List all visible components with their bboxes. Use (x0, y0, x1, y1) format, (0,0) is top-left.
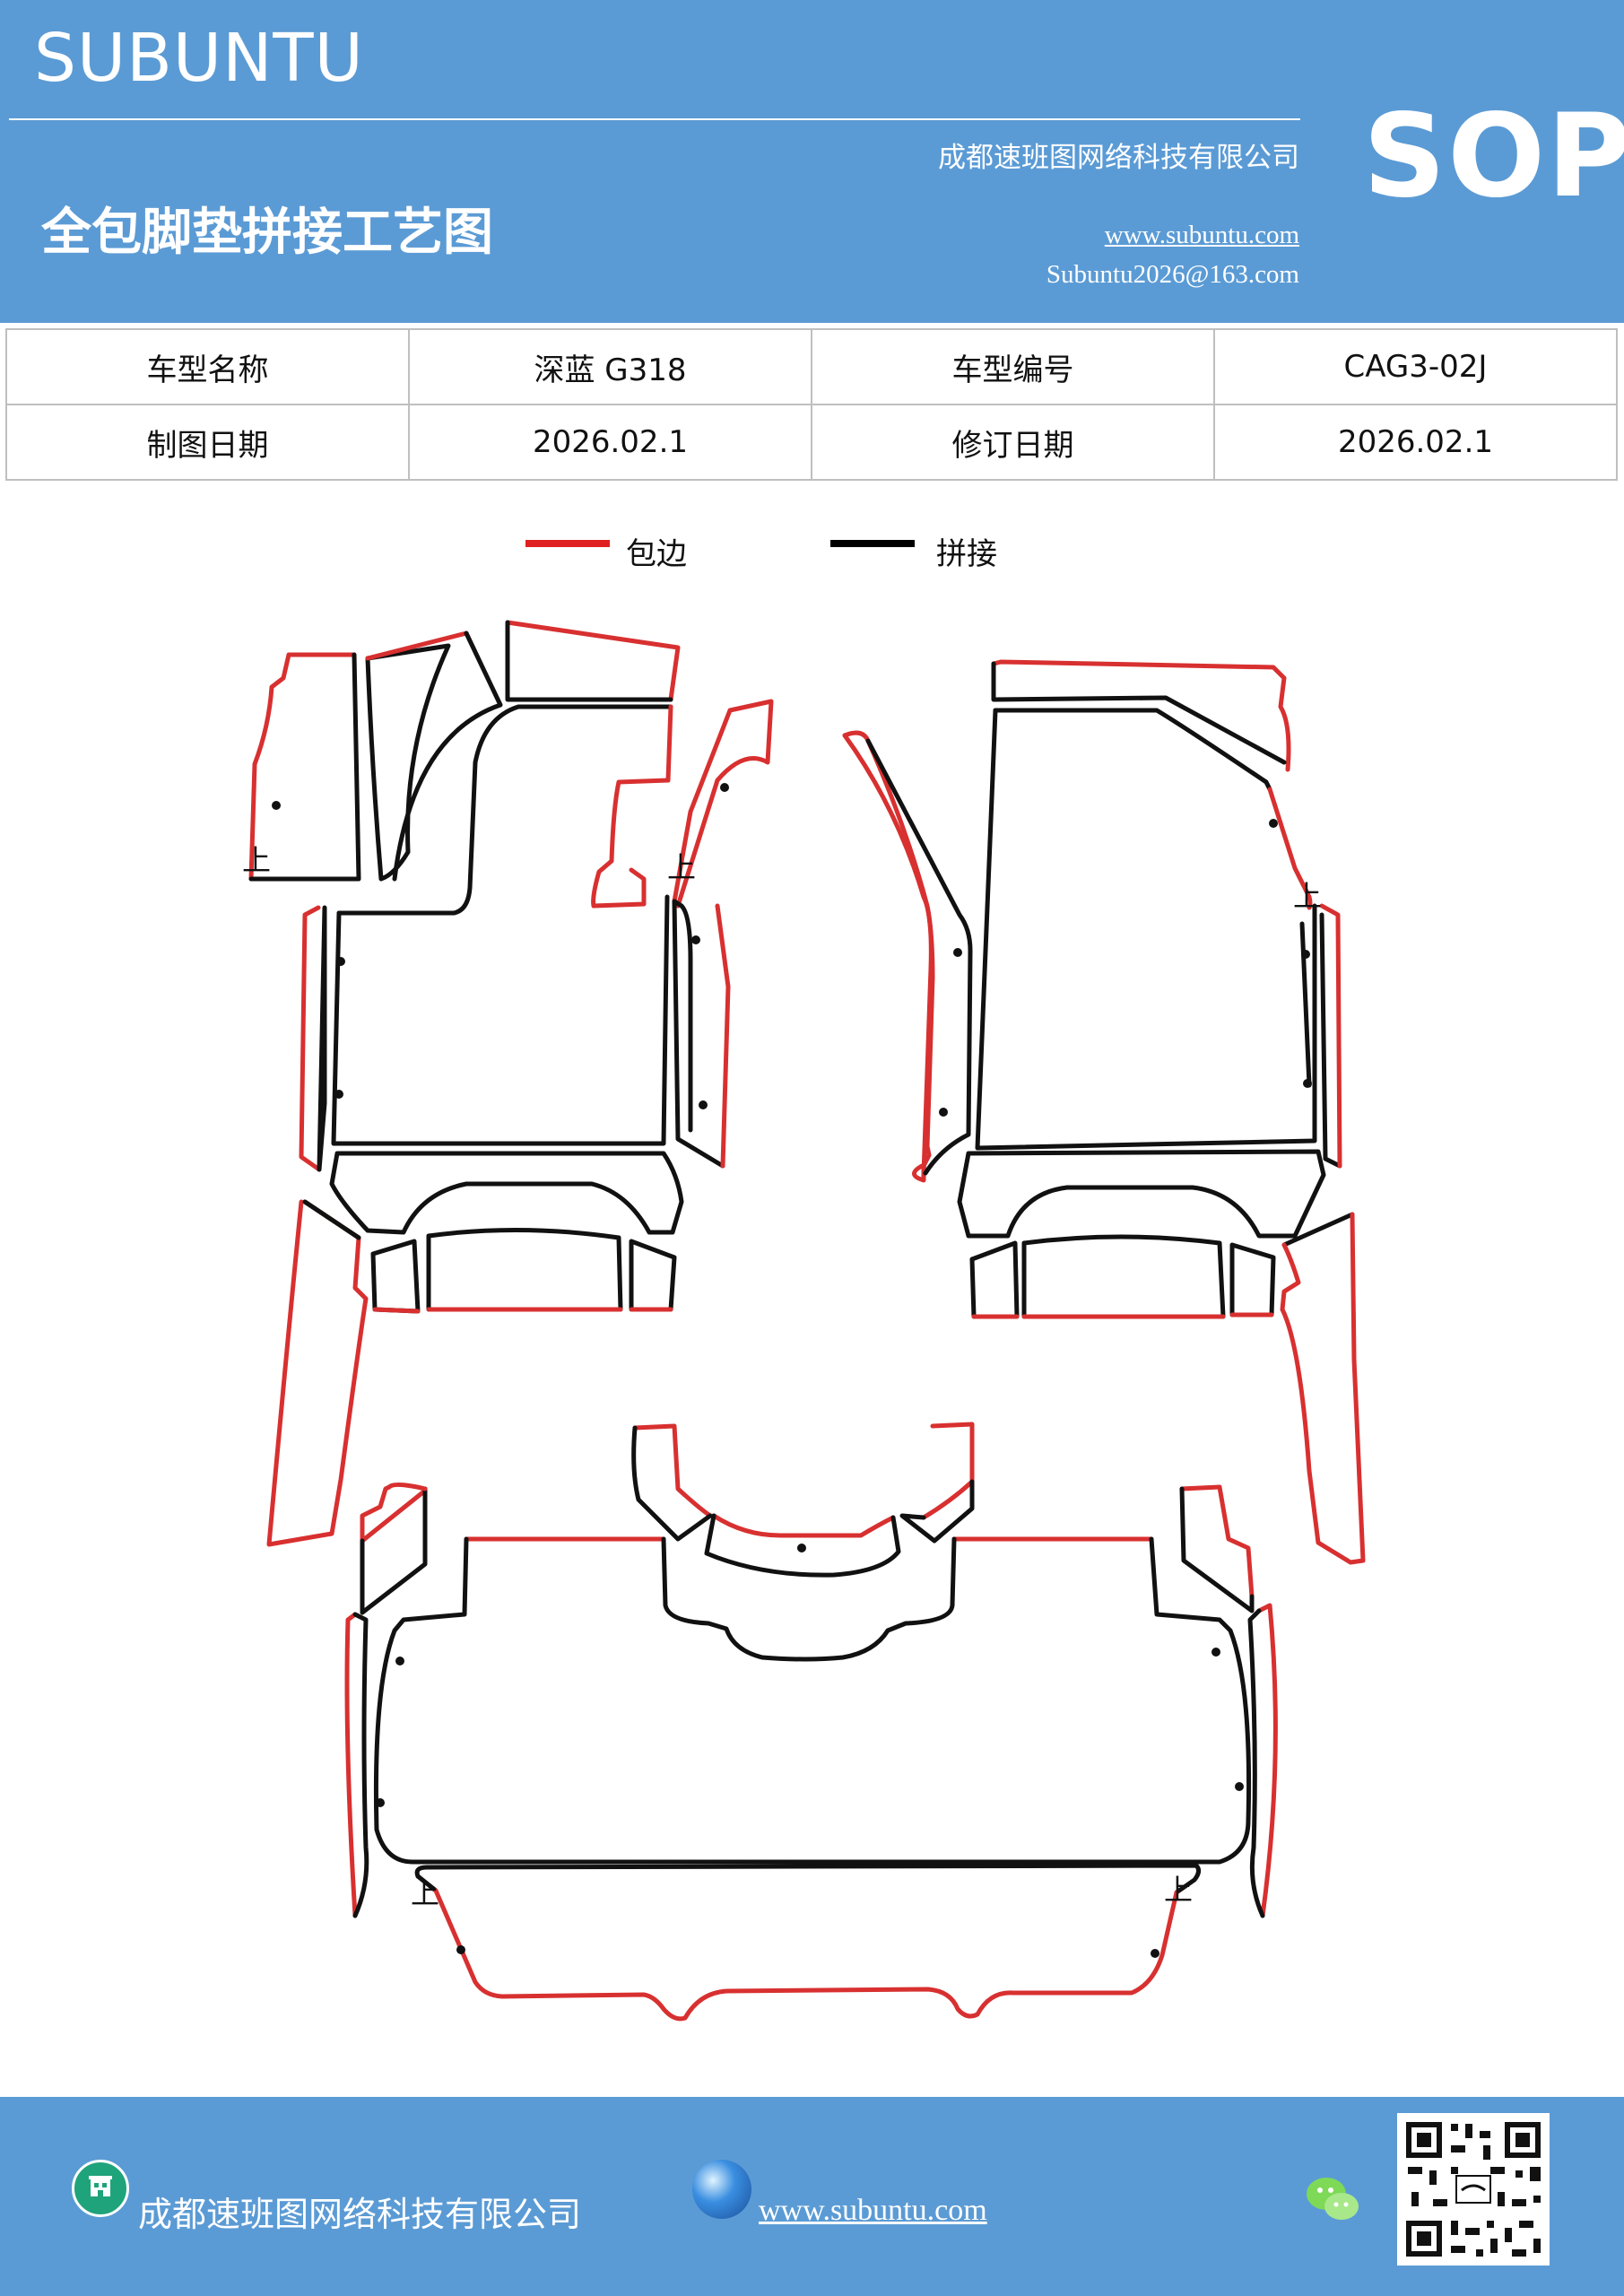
table-row: 制图日期 2026.02.1 修订日期 2026.02.1 (5, 404, 1618, 481)
website-link[interactable]: www.subuntu.com (1104, 221, 1299, 249)
footer-banner: 成都速班图网络科技有限公司 www.subuntu.com (0, 2097, 1624, 2296)
table-label-cell: 车型编号 (811, 328, 1215, 405)
header-divider (9, 118, 1300, 120)
vehicle-info-table: 车型名称 深蓝 G318 车型编号 CAG3-02J 制图日期 2026.02.… (5, 328, 1618, 481)
table-label-cell: 修订日期 (811, 404, 1215, 481)
wechat-icon[interactable] (1302, 2169, 1365, 2231)
footer-website-link[interactable]: www.subuntu.com (759, 2194, 987, 2227)
table-value-cell: 2026.02.1 (408, 404, 812, 481)
legend-label: 拼接 (936, 536, 997, 572)
fastener-dots (272, 783, 1312, 1958)
brand-name: SUBUNTU (34, 20, 364, 97)
page-title: 全包脚垫拼接工艺图 (41, 203, 493, 262)
up-mark: 上 (667, 850, 696, 884)
table-value-cell: CAG3-02J (1213, 328, 1618, 405)
rear-seat-mats (344, 1422, 1278, 2022)
header-banner: SUBUNTU 成都速班图网络科技有限公司 全包脚垫拼接工艺图 www.subu… (0, 0, 1624, 323)
legend-red-swatch (525, 540, 610, 547)
up-mark: 上 (1164, 1873, 1193, 1907)
table-value-cell: 深蓝 G318 (408, 328, 812, 405)
footer-company-name: 成都速班图网络科技有限公司 (138, 2195, 582, 2234)
table-row: 车型名称 深蓝 G318 车型编号 CAG3-02J (5, 328, 1618, 405)
passenger-side-mats (842, 659, 1366, 1565)
table-label-cell: 车型名称 (5, 328, 410, 405)
email-address: Subuntu2026@163.com (1046, 260, 1299, 289)
company-building-icon (72, 2160, 129, 2217)
sop-badge: SOP (1363, 90, 1624, 223)
table-label-cell: 制图日期 (5, 404, 410, 481)
qr-code[interactable] (1397, 2113, 1550, 2266)
company-name: 成都速班图网络科技有限公司 (938, 142, 1299, 174)
table-value-cell: 2026.02.1 (1213, 404, 1618, 481)
up-mark: 上 (242, 843, 271, 877)
driver-side-mats (248, 620, 774, 1547)
floor-mat-diagram: 上 上 上 上 上 (242, 620, 1366, 2022)
up-mark: 上 (411, 1876, 439, 1910)
legend-label: 包边 (626, 536, 687, 572)
up-mark: 上 (1293, 879, 1322, 913)
globe-icon (692, 2160, 751, 2219)
legend-black-swatch (830, 540, 915, 547)
